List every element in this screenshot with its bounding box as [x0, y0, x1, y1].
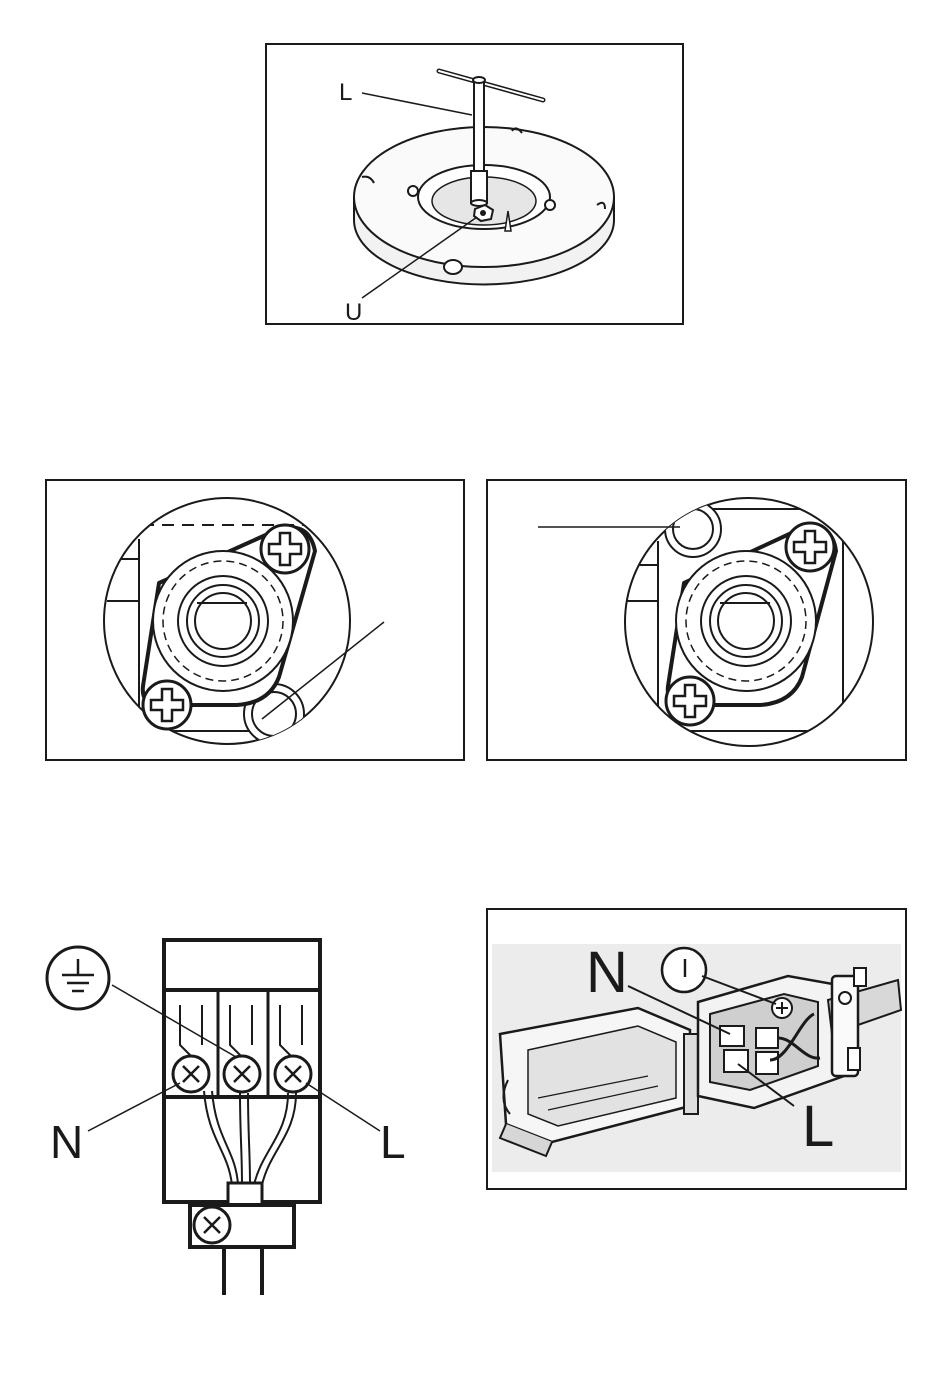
- cable-sleeve: [228, 1183, 262, 1205]
- cap-screw-left: [408, 186, 418, 196]
- terminal-screw-live: [275, 1056, 311, 1092]
- terminal-screw-earth: [224, 1056, 260, 1092]
- terminal-neutral: [720, 1026, 744, 1046]
- cap-screw-right: [545, 200, 555, 210]
- tool-cap-illustration: [267, 45, 682, 323]
- label-screw: U: [345, 301, 362, 325]
- figure-tool-cap: L U: [265, 43, 684, 325]
- burner-jet-opening: [718, 593, 774, 649]
- screw-top-right: [786, 523, 834, 571]
- label-tool: L: [339, 81, 352, 105]
- label-earth-circle: I: [675, 955, 695, 981]
- earth-terminal-screw: [772, 998, 792, 1018]
- burner-jet-opening: [195, 593, 251, 649]
- cap-key-slot: [444, 260, 462, 274]
- screw-bottom-left: [143, 681, 191, 729]
- earth-symbol-icon: [47, 947, 109, 1009]
- label-live: L: [802, 1098, 834, 1156]
- leader-tool: [362, 93, 472, 115]
- connector-box-illustration: [488, 910, 905, 1188]
- label-live: L: [380, 1119, 406, 1165]
- figure-connector-box: I N L: [486, 908, 907, 1190]
- label-neutral: N: [50, 1119, 83, 1165]
- hex-screw-hole: [480, 210, 486, 216]
- label-neutral: N: [586, 944, 628, 1002]
- terminal-screw-neutral: [173, 1056, 209, 1092]
- tool-socket: [471, 171, 487, 203]
- tool-shaft: [474, 79, 484, 175]
- screw-top-right: [261, 525, 309, 573]
- connector-hinge: [684, 1034, 698, 1114]
- figure-burner-right: [486, 479, 907, 761]
- clamp-screw: [194, 1207, 230, 1243]
- screw-bottom-left: [666, 677, 714, 725]
- burner-left-illustration: [47, 481, 463, 759]
- burner-right-illustration: [488, 481, 905, 759]
- figure-burner-left: [45, 479, 465, 761]
- figure-terminal-block: N L: [40, 935, 440, 1305]
